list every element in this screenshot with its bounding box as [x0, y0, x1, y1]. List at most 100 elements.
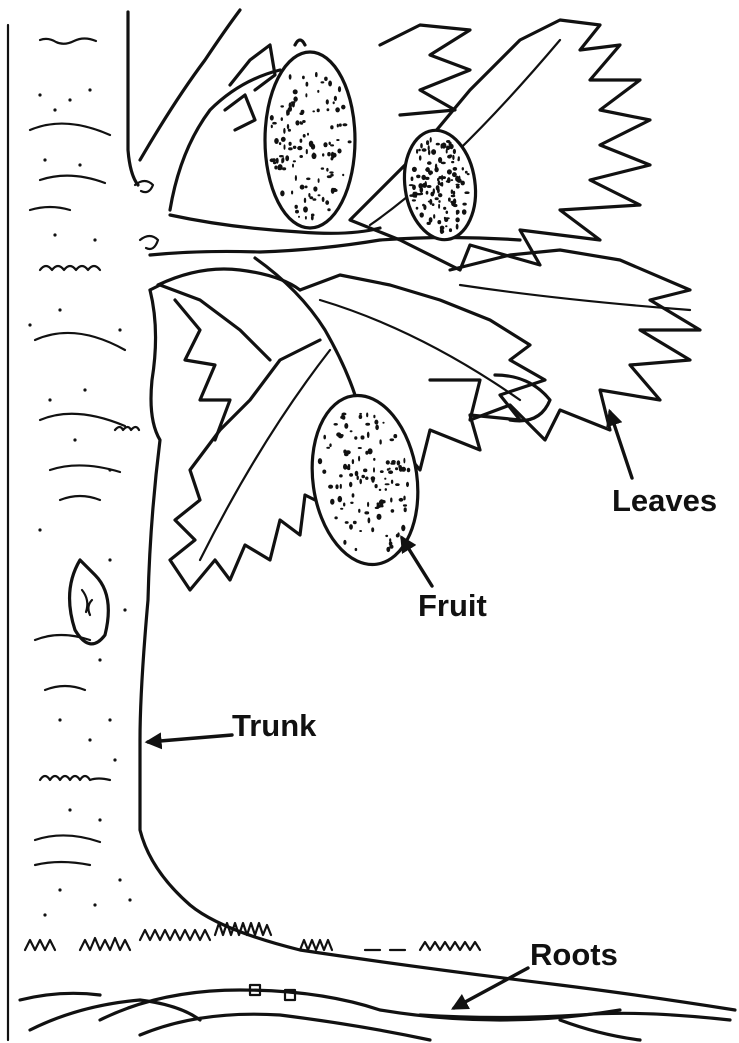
- fruit-speckle: [293, 96, 297, 101]
- fruit-speckle: [336, 139, 339, 141]
- fruit-speckle: [428, 201, 432, 203]
- fruit-speckle: [311, 144, 315, 150]
- fruit-speckle: [438, 200, 440, 203]
- fruit-speckle: [292, 164, 294, 168]
- fruit-speckle: [379, 439, 381, 444]
- fruit-speckle: [371, 527, 374, 532]
- fruit-speckle: [403, 504, 407, 506]
- fruit-speckle: [420, 212, 424, 217]
- fruit-speckle: [313, 186, 317, 191]
- fruit-speckle: [397, 460, 401, 465]
- fruit-speckle: [456, 185, 460, 188]
- fruit-speckle: [456, 184, 460, 186]
- fruit-speckle: [344, 423, 348, 429]
- fruit-speckle: [305, 216, 307, 220]
- fruit-speckle: [323, 142, 327, 147]
- fruit-speckle: [321, 81, 325, 83]
- fruit-speckle: [305, 93, 307, 97]
- fruit-speckle: [404, 507, 407, 512]
- fruit-speckle: [312, 198, 316, 201]
- fruit-speckle: [456, 213, 458, 215]
- fruit-speckle: [453, 167, 458, 171]
- fruit-speckle: [459, 176, 461, 182]
- fruit-speckle: [323, 435, 326, 440]
- fruit-speckle: [426, 140, 429, 145]
- fruit-speckle: [282, 167, 286, 170]
- fruit-speckle: [441, 175, 443, 181]
- fruit-speckle: [371, 476, 376, 480]
- fruit-speckle: [339, 474, 343, 477]
- fruit-speckle: [384, 478, 386, 480]
- fruit-speckle: [322, 153, 324, 156]
- fruit-speckle: [363, 469, 367, 473]
- fruit-speckle: [383, 500, 385, 503]
- fruit-speckle: [361, 475, 365, 479]
- fruit-speckle: [462, 203, 466, 206]
- fruit-speckle: [386, 460, 390, 464]
- fruit-speckle: [355, 548, 358, 551]
- fruit-speckle: [340, 484, 342, 489]
- fruit-speckle: [393, 434, 397, 438]
- fruit-speckle: [426, 167, 430, 172]
- fruit-speckle: [329, 142, 331, 145]
- fruit-speckle: [330, 174, 333, 177]
- fruit-speckle: [300, 185, 305, 190]
- fruit-speckle: [401, 467, 406, 472]
- fruit-speckle: [355, 471, 359, 477]
- fruit-speckle: [349, 524, 353, 530]
- fruit-speckle: [349, 473, 353, 477]
- fruit-speckle: [467, 173, 470, 175]
- fruit-speckle: [313, 153, 315, 155]
- fruit-speckle: [311, 215, 314, 220]
- fruit-speckle: [430, 137, 432, 143]
- fruit-speckle: [438, 193, 442, 197]
- fruit-speckle: [270, 158, 275, 162]
- fruit-speckle: [340, 508, 343, 510]
- fruit-speckle: [385, 535, 388, 537]
- fruit-speckle: [420, 187, 424, 193]
- fruit-speckle: [293, 89, 298, 94]
- fruit-speckle: [367, 502, 369, 507]
- fruit-speckle: [457, 158, 459, 161]
- roots-label: Roots: [530, 937, 618, 972]
- fruit-speckle: [446, 211, 449, 214]
- fruit-speckle: [306, 178, 310, 181]
- fruit-speckle: [295, 205, 298, 209]
- fruit-speckle: [419, 155, 422, 160]
- fruit-speckle: [287, 124, 289, 129]
- fruit-speckle: [349, 482, 352, 487]
- fruit-speckle: [453, 149, 456, 154]
- fruit-speckle: [330, 499, 334, 505]
- fruit-speckle: [272, 122, 277, 125]
- fruit-speckle: [342, 174, 344, 176]
- fruit-speckle: [445, 225, 447, 227]
- fruit-speckle: [435, 197, 439, 200]
- fruit-speckle: [331, 152, 334, 158]
- fruit-speckle: [416, 149, 418, 154]
- fruit-speckle: [464, 191, 469, 194]
- fruit-speckle: [462, 209, 467, 215]
- fruit-speckle: [432, 203, 435, 206]
- fruit-speckle: [284, 144, 286, 149]
- fruit-speckle: [299, 112, 303, 115]
- fruit-speckle: [429, 172, 431, 175]
- fruit-speckle: [399, 498, 404, 502]
- fruit-speckle: [318, 178, 320, 183]
- fruit-speckle: [305, 186, 308, 189]
- fruit-speckle: [343, 540, 346, 545]
- fruit-speckle: [281, 137, 286, 142]
- leaves-arrow: [610, 412, 632, 478]
- fruit-speckle: [338, 86, 341, 92]
- fruit-speckle: [334, 423, 338, 426]
- fruit-speckle: [326, 99, 329, 104]
- fruit-speckle: [306, 149, 308, 154]
- fruit-speckle: [434, 167, 438, 172]
- fruit-speckle: [295, 210, 299, 214]
- fruit-speckle: [326, 447, 330, 449]
- fruit-speckle: [337, 124, 339, 128]
- fruit-speckle: [446, 149, 448, 154]
- fruit-speckle: [338, 496, 343, 502]
- fruit-speckle: [448, 198, 451, 202]
- fruit-speckle: [397, 532, 399, 537]
- fruit-speckle: [317, 109, 320, 113]
